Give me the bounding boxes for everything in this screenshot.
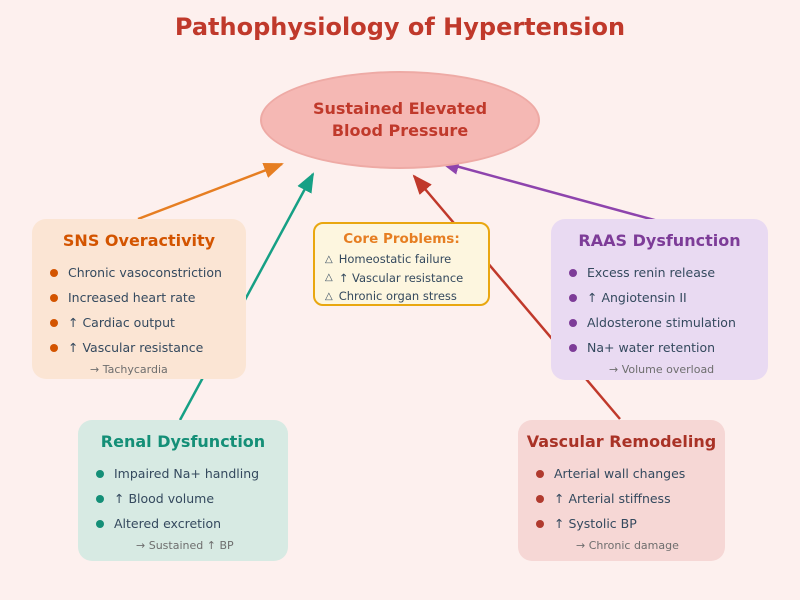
box-vascular-remodeling: Vascular Remodeling Arterial wall change… xyxy=(518,420,725,561)
list-item-label: Na+ water retention xyxy=(587,340,716,355)
box-title: Vascular Remodeling xyxy=(526,432,717,451)
bullet-dot-icon xyxy=(50,268,58,277)
list-item: ↑ Arterial stiffness xyxy=(536,486,725,511)
list-item-label: ↑ Vascular resistance xyxy=(68,340,204,355)
list-item: ↑ Cardiac output xyxy=(50,310,246,335)
list-item-label: Impaired Na+ handling xyxy=(114,466,260,481)
list-item-label: ↑ Angiotensin II xyxy=(587,290,687,305)
box-title: Core Problems: xyxy=(343,231,460,247)
list-item-label: ↑ Systolic BP xyxy=(554,516,637,531)
list-item-label: ↑ Blood volume xyxy=(114,491,215,506)
list-item: ↑ Vascular resistance xyxy=(50,335,246,360)
list-item: △ Chronic organ stress xyxy=(325,287,488,306)
list-item: Aldosterone stimulation xyxy=(569,310,768,335)
box-raas-dysfunction: RAAS Dysfunction Excess renin release ↑ … xyxy=(551,219,768,380)
box-title: RAAS Dysfunction xyxy=(578,231,741,250)
bullet-dot-icon xyxy=(50,318,58,327)
box-item-list: △ Homeostatic failure △ ↑ Vascular resis… xyxy=(315,250,488,306)
box-renal-dysfunction: Renal Dysfunction Impaired Na+ handling … xyxy=(78,420,288,561)
bullet-dot-icon xyxy=(96,494,104,503)
page-title: Pathophysiology of Hypertension xyxy=(174,13,626,41)
list-item-label: ↑ Arterial stiffness xyxy=(554,491,671,506)
box-sns-overactivity: SNS Overactivity Chronic vasoconstrictio… xyxy=(32,219,246,379)
bullet-dot-icon xyxy=(569,318,577,327)
bullet-dot-icon xyxy=(50,343,58,352)
box-item-list: Impaired Na+ handling ↑ Blood volume Alt… xyxy=(78,461,288,536)
bullet-dot-icon xyxy=(50,293,58,302)
list-item: Altered excretion xyxy=(96,511,288,536)
warning-triangle-icon: △ xyxy=(325,290,333,302)
bullet-dot-icon xyxy=(569,343,577,352)
list-item-label: Chronic vasoconstriction xyxy=(68,265,222,280)
list-item: Increased heart rate xyxy=(50,285,246,310)
list-item-label: Arterial wall changes xyxy=(554,466,686,481)
arrow-sns-to-bp xyxy=(137,162,284,221)
bullet-dot-icon xyxy=(536,494,544,503)
bullet-dot-icon xyxy=(536,469,544,478)
box-item-list: Chronic vasoconstriction Increased heart… xyxy=(32,260,246,360)
box-sub-note: → Tachycardia xyxy=(90,363,168,376)
list-item-label: Homeostatic failure xyxy=(338,252,452,267)
bullet-dot-icon xyxy=(569,268,577,277)
box-sub-note: → Sustained ↑ BP xyxy=(136,539,234,552)
bullet-dot-icon xyxy=(96,519,104,528)
list-item-label: Aldosterone stimulation xyxy=(587,315,736,330)
arrow-renal-to-bp xyxy=(178,172,315,421)
box-core-problems: Core Problems: △ Homeostatic failure △ ↑… xyxy=(313,222,490,306)
list-item: ↑ Systolic BP xyxy=(536,511,725,536)
list-item: △ ↑ Vascular resistance xyxy=(325,269,488,288)
list-item: Chronic vasoconstriction xyxy=(50,260,246,285)
list-item-label: Altered excretion xyxy=(114,516,222,531)
arrow-raas-to-bp xyxy=(439,159,659,223)
list-item: Arterial wall changes xyxy=(536,461,725,486)
bullet-dot-icon xyxy=(96,469,104,478)
box-item-list: Arterial wall changes ↑ Arterial stiffne… xyxy=(518,461,725,536)
list-item-label: ↑ Vascular resistance xyxy=(338,270,464,285)
box-sub-note: → Volume overload xyxy=(609,363,715,376)
central-node-label-line1: Sustained Elevated xyxy=(312,98,488,118)
list-item: △ Homeostatic failure xyxy=(325,250,488,269)
list-item: Impaired Na+ handling xyxy=(96,461,288,486)
list-item: Excess renin release xyxy=(569,260,768,285)
warning-triangle-icon: △ xyxy=(325,253,333,265)
warning-triangle-icon: △ xyxy=(325,272,333,284)
list-item-label: ↑ Cardiac output xyxy=(68,315,175,330)
central-node-blood-pressure: Sustained Elevated Blood Pressure xyxy=(260,71,540,169)
central-node-label-line2: Blood Pressure xyxy=(331,121,469,140)
box-item-list: Excess renin release ↑ Angiotensin II Al… xyxy=(551,260,768,360)
box-sub-note: → Chronic damage xyxy=(576,539,679,552)
box-title: SNS Overactivity xyxy=(62,231,216,250)
list-item-label: Increased heart rate xyxy=(68,290,196,305)
bullet-dot-icon xyxy=(536,519,544,528)
list-item: ↑ Angiotensin II xyxy=(569,285,768,310)
bullet-dot-icon xyxy=(569,293,577,302)
list-item-label: Chronic organ stress xyxy=(338,289,457,304)
list-item-label: Excess renin release xyxy=(587,265,716,280)
list-item: Na+ water retention xyxy=(569,335,768,360)
list-item: ↑ Blood volume xyxy=(96,486,288,511)
box-title: Renal Dysfunction xyxy=(100,432,266,451)
